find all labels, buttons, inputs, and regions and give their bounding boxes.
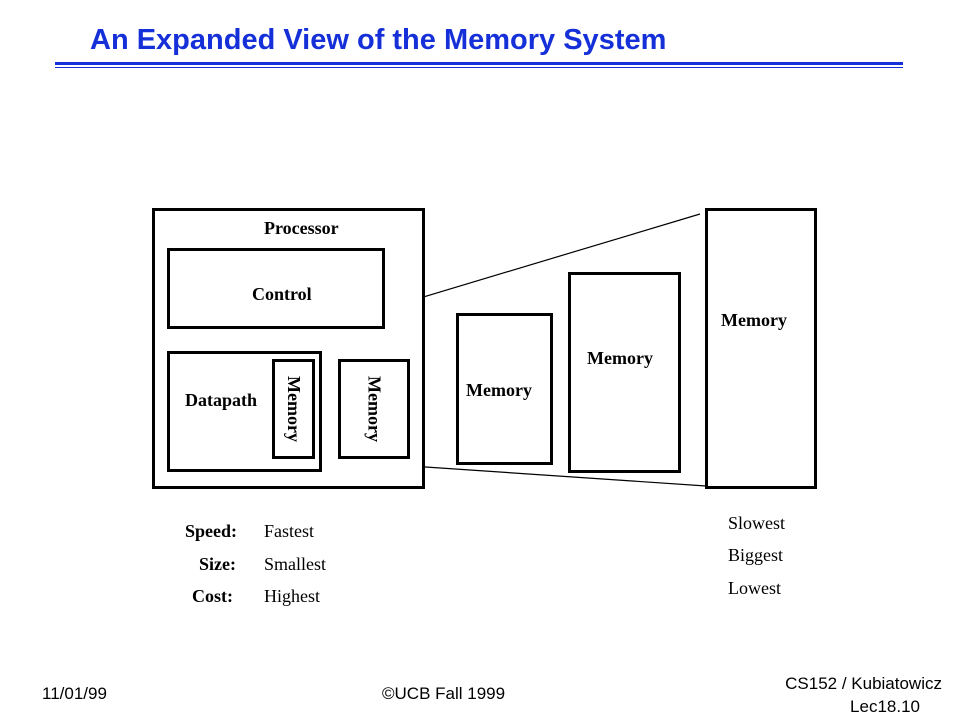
level3-memory-label: Memory [587, 348, 653, 368]
speed-label: Speed: [185, 521, 238, 541]
level4-memory-label: Memory [721, 310, 787, 330]
title-underline [55, 62, 903, 65]
footer-course: CS152 / Kubiatowicz [785, 674, 942, 693]
speed-far-value: Slowest [728, 513, 786, 533]
size-label: Size: [199, 554, 236, 574]
level4-memory-box [705, 208, 817, 489]
footer-date: 11/01/99 [42, 684, 107, 703]
footer-lecture: Lec18.10 [850, 697, 920, 716]
datapath-label: Datapath [185, 390, 258, 410]
control-label: Control [252, 284, 312, 304]
size-far-value: Biggest [728, 545, 784, 565]
level2-memory-label: Memory [466, 380, 532, 400]
level3-memory-box [568, 272, 681, 473]
slide-title: An Expanded View of the Memory System [90, 24, 667, 56]
control-box [167, 248, 385, 329]
processor-label: Processor [264, 218, 339, 238]
footer-copyright: ©UCB Fall 1999 [382, 684, 506, 703]
title-underline-thin [55, 67, 903, 68]
cost-label: Cost: [192, 586, 233, 606]
cost-near-value: Highest [264, 586, 320, 606]
level2-memory-box [456, 313, 553, 465]
datapath-memory-box: Memory [272, 359, 315, 459]
cost-far-value: Lowest [728, 578, 781, 598]
size-near-value: Smallest [264, 554, 326, 574]
level1-memory-box: Memory [338, 359, 410, 459]
speed-near-value: Fastest [264, 521, 315, 541]
